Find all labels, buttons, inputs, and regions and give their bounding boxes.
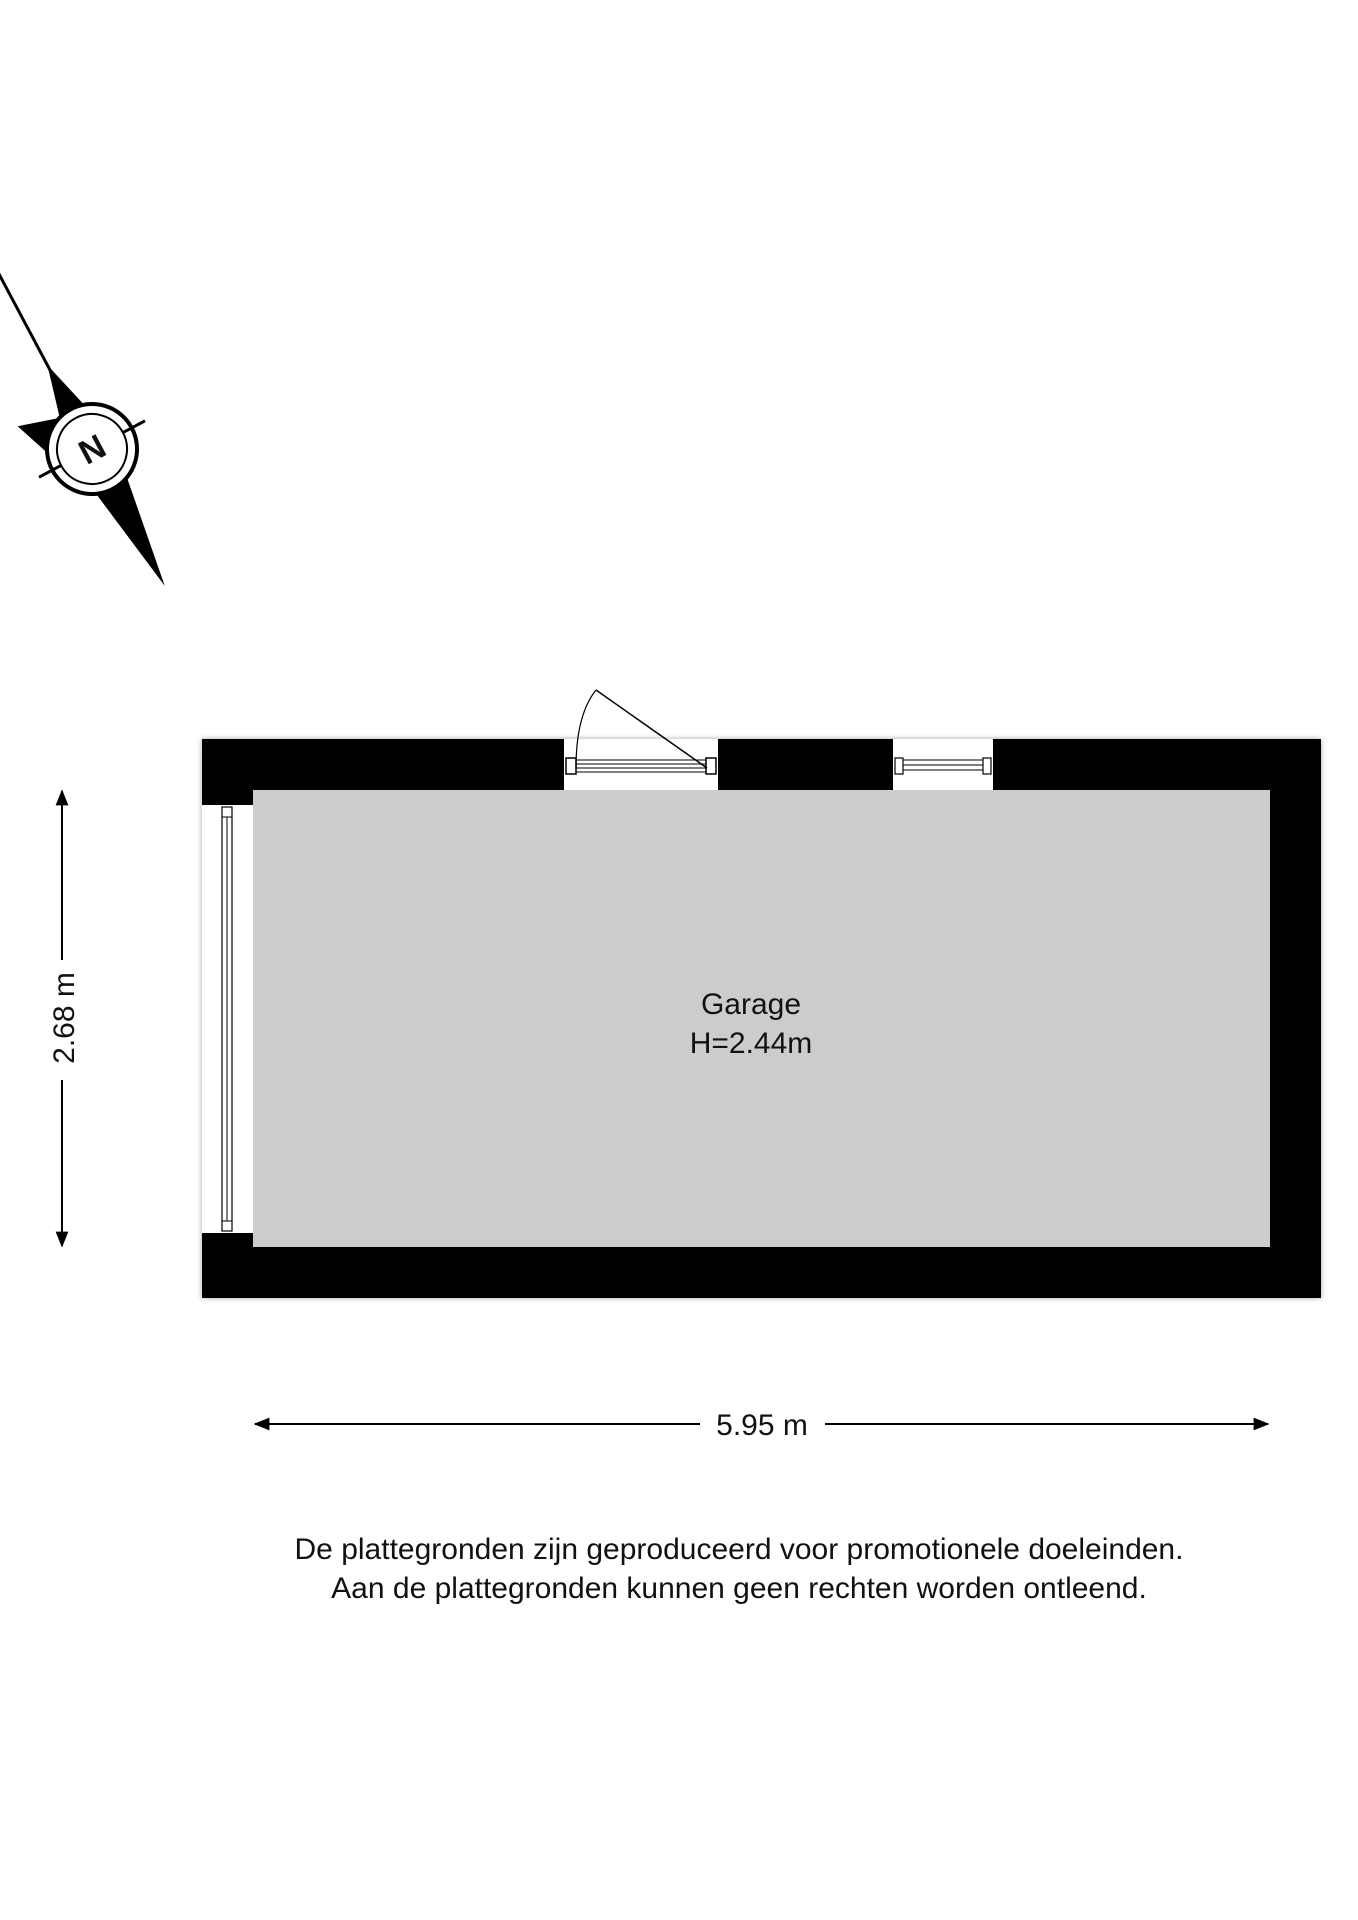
disclaimer-line-2: Aan de plattegronden kunnen geen rechten… — [331, 1572, 1147, 1605]
door — [564, 689, 718, 790]
door-swing-arc — [575, 689, 597, 769]
depth-label: 2.68 m — [48, 972, 81, 1064]
room-height: H=2.44m — [690, 1027, 813, 1060]
disclaimer-line-1: De plattegronden zijn geproduceerd voor … — [295, 1533, 1184, 1566]
room-name: Garage — [701, 988, 801, 1021]
window-top — [893, 739, 993, 790]
depth-dimension: 2.68 m — [48, 789, 81, 1248]
door-swing-leaf — [595, 689, 708, 769]
width-dimension: 5.95 m — [253, 1409, 1270, 1442]
north-compass-icon: N — [0, 267, 165, 586]
garage-door-left — [202, 805, 253, 1233]
width-label: 5.95 m — [716, 1409, 808, 1442]
garage-floor — [253, 790, 1270, 1247]
